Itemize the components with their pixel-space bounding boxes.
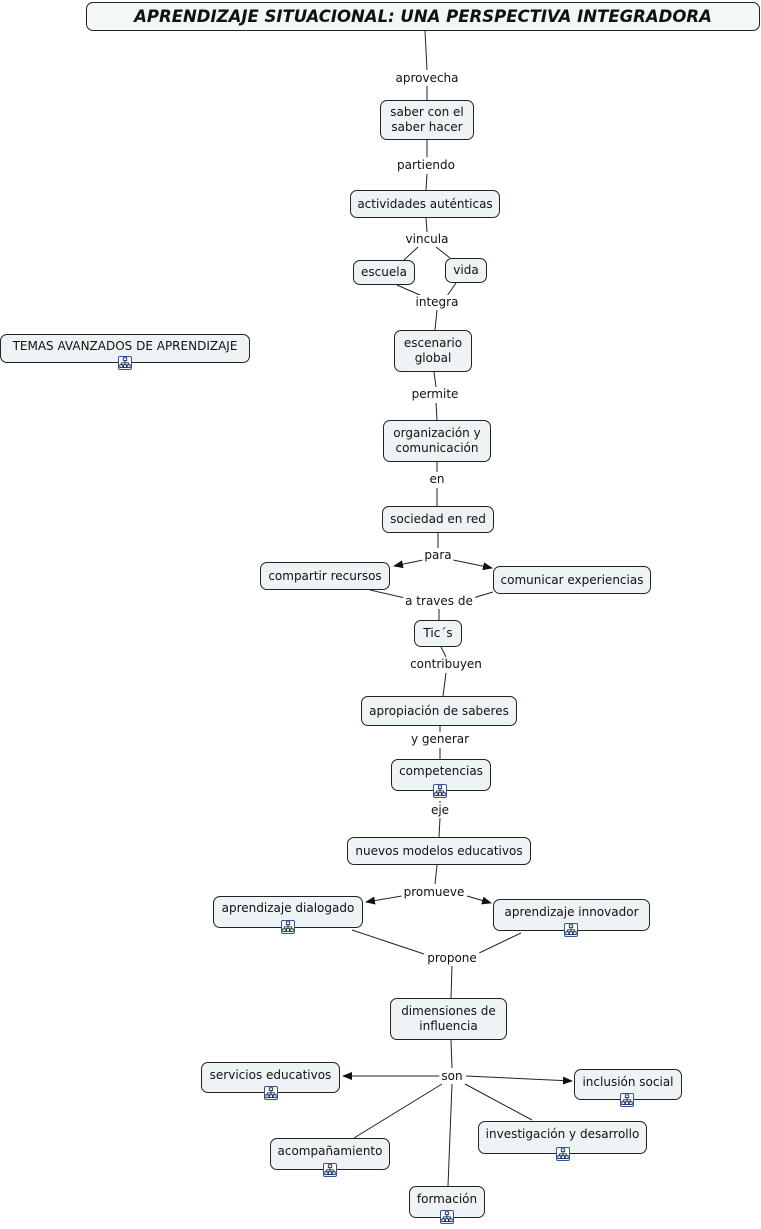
link-contribuyen: contribuyen: [408, 657, 484, 671]
link-aprovecha: aprovecha: [393, 71, 461, 85]
concept-inclusion-label: inclusión social: [582, 1075, 674, 1089]
concept-tics-label: Tic´s: [423, 626, 453, 640]
line-eje-nuevos: [438, 817, 441, 838]
line-propone-dimensiones: [450, 965, 453, 999]
concept-servicios-label: servicios educativos: [209, 1068, 332, 1082]
concept-vida-label: vida: [453, 263, 479, 277]
line-dimensiones-son: [450, 1039, 453, 1069]
concept-sociedad-label: sociedad en red: [390, 512, 486, 526]
line-title-aprovecha: [424, 30, 428, 71]
link-y-generar: y generar: [408, 732, 472, 746]
concept-acompanamiento[interactable]: acompañamiento: [270, 1138, 390, 1170]
line-vincula-escuela: [403, 246, 419, 261]
arrow-para-compartir: [393, 559, 424, 569]
link-permite: permite: [409, 387, 461, 401]
concept-escenario[interactable]: escenario global: [394, 330, 472, 372]
submap-icon-servicios[interactable]: [264, 1086, 278, 1100]
submap-icon-formacion[interactable]: [440, 1210, 454, 1224]
line-escenario-permite: [433, 371, 437, 388]
line-compartir-atraves: [369, 589, 406, 599]
line-nuevos-promueve: [434, 864, 438, 885]
arrow-son-inclusion: [465, 1075, 573, 1085]
concept-organizacion-label: organización y comunicación: [393, 426, 481, 455]
submap-icon-competencias[interactable]: [433, 784, 447, 798]
link-promueve: promueve: [401, 885, 467, 899]
link-para: para: [422, 548, 454, 562]
link-integra: integra: [413, 295, 461, 309]
arrow-promueve-innovador: [466, 895, 492, 905]
concept-saber[interactable]: saber con el saber hacer: [380, 100, 474, 140]
link-en: en: [427, 472, 447, 486]
concept-organizacion[interactable]: organización y comunicación: [383, 420, 491, 462]
concept-saber-label: saber con el saber hacer: [390, 105, 464, 134]
line-vida-integra: [446, 282, 457, 297]
line-son-investigacion: [464, 1083, 533, 1121]
link-a-traves-de: a traves de: [403, 594, 475, 608]
link-partiendo: partiendo: [395, 158, 457, 172]
concept-formacion-label: formación: [416, 1192, 478, 1206]
submap-icon-inclusion[interactable]: [620, 1093, 634, 1107]
link-son: son: [439, 1069, 465, 1083]
concept-apropiacion[interactable]: apropiación de saberes: [361, 696, 517, 726]
concept-servicios[interactable]: servicios educativos: [201, 1062, 340, 1093]
concept-actividades-label: actividades auténticas: [357, 196, 493, 211]
line-contribuyen-apropiacion: [442, 672, 447, 697]
arrow-para-comunicar: [452, 559, 493, 571]
submap-icon-temas[interactable]: [118, 356, 132, 370]
concept-competencias-label: competencias: [399, 764, 483, 778]
submap-icon-acompanamiento[interactable]: [323, 1163, 337, 1177]
concept-dialogado-label: aprendizaje dialogado: [221, 901, 355, 915]
line-comunicar-atraves: [472, 591, 494, 599]
concept-dimensiones[interactable]: dimensiones de influencia: [390, 998, 507, 1040]
concept-sociedad[interactable]: sociedad en red: [382, 506, 494, 533]
line-permite-organizacion: [435, 402, 438, 421]
map-title[interactable]: APRENDIZAJE SITUACIONAL: UNA PERSPECTIVA…: [86, 2, 760, 31]
concept-comunicar[interactable]: comunicar experiencias: [493, 566, 651, 594]
concept-temas-label: TEMAS AVANZADOS DE APRENDIZAJE: [12, 339, 238, 353]
submap-icon-innovador[interactable]: [564, 923, 578, 937]
concept-compartir[interactable]: compartir recursos: [260, 562, 390, 590]
line-integra-escenario: [434, 309, 438, 331]
concept-escenario-label: escenario global: [403, 336, 463, 365]
concept-nuevos-label: nuevos modelos educativos: [355, 843, 523, 858]
line-tics-contribuyen: [440, 646, 447, 658]
line-dialogado-propone: [351, 929, 425, 955]
line-innovador-propone: [476, 932, 522, 955]
concept-tics[interactable]: Tic´s: [414, 620, 462, 647]
line-escuela-integra: [396, 284, 423, 297]
submap-icon-investigacion[interactable]: [556, 1147, 570, 1161]
line-son-acompanamiento: [353, 1083, 443, 1139]
concept-comunicar-label: comunicar experiencias: [500, 572, 644, 587]
concept-nuevos[interactable]: nuevos modelos educativos: [347, 837, 531, 865]
submap-icon-dialogado[interactable]: [281, 920, 295, 934]
concept-compartir-label: compartir recursos: [268, 568, 382, 583]
concept-escuela[interactable]: escuela: [353, 260, 415, 285]
concept-vida[interactable]: vida: [445, 258, 487, 283]
concept-escuela-label: escuela: [361, 265, 407, 279]
map-title-text: APRENDIZAJE SITUACIONAL: UNA PERSPECTIVA…: [134, 7, 712, 26]
concept-innovador-label: aprendizaje innovador: [504, 905, 639, 919]
concept-dimensiones-label: dimensiones de influencia: [401, 1004, 496, 1033]
concept-acompanamiento-label: acompañamiento: [277, 1144, 383, 1158]
concept-investigacion-label: investigación y desarrollo: [485, 1127, 640, 1141]
link-vincula: vincula: [403, 232, 451, 246]
line-actividades-vincula: [425, 217, 428, 233]
arrow-promueve-dialogado: [365, 895, 403, 905]
line-vincula-vida: [435, 246, 451, 259]
line-partiendo-actividades: [425, 173, 428, 191]
link-propone: propone: [425, 951, 479, 965]
concept-actividades[interactable]: actividades auténticas: [350, 190, 500, 218]
concept-apropiacion-label: apropiación de saberes: [369, 703, 509, 718]
line-son-formacion: [447, 1083, 453, 1187]
link-eje: eje: [428, 803, 452, 817]
